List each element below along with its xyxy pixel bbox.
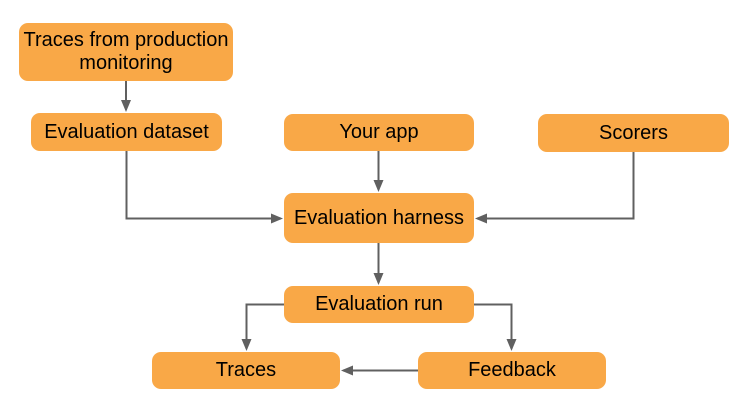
node-scorers: Scorers bbox=[538, 114, 729, 152]
edge-scorers-to-evaluation-harness bbox=[475, 152, 635, 224]
node-label: Feedback bbox=[468, 359, 556, 381]
node-label: Evaluation harness bbox=[293, 206, 465, 229]
node-label: Scorers bbox=[599, 121, 668, 144]
edge-evaluation-dataset-to-evaluation-harness bbox=[125, 151, 283, 224]
edge-evaluation-run-to-traces bbox=[241, 303, 284, 351]
node-evaluation-dataset: Evaluation dataset bbox=[31, 113, 222, 151]
node-label: Evaluation run bbox=[315, 293, 443, 315]
node-your-app: Your app bbox=[284, 114, 474, 151]
edge-evaluation-run-to-feedback bbox=[474, 303, 517, 351]
node-label: Your app bbox=[339, 121, 419, 143]
node-evaluation-harness: Evaluation harness bbox=[284, 193, 474, 243]
node-label: Evaluation dataset bbox=[44, 120, 209, 143]
node-label: Traces from production monitoring bbox=[23, 29, 229, 74]
node-traces: Traces bbox=[152, 352, 340, 389]
node-label: Traces bbox=[215, 359, 277, 381]
node-feedback: Feedback bbox=[418, 352, 606, 389]
node-evaluation-run: Evaluation run bbox=[284, 286, 474, 323]
node-traces-from-production-monitoring: Traces from production monitoring bbox=[19, 23, 233, 81]
